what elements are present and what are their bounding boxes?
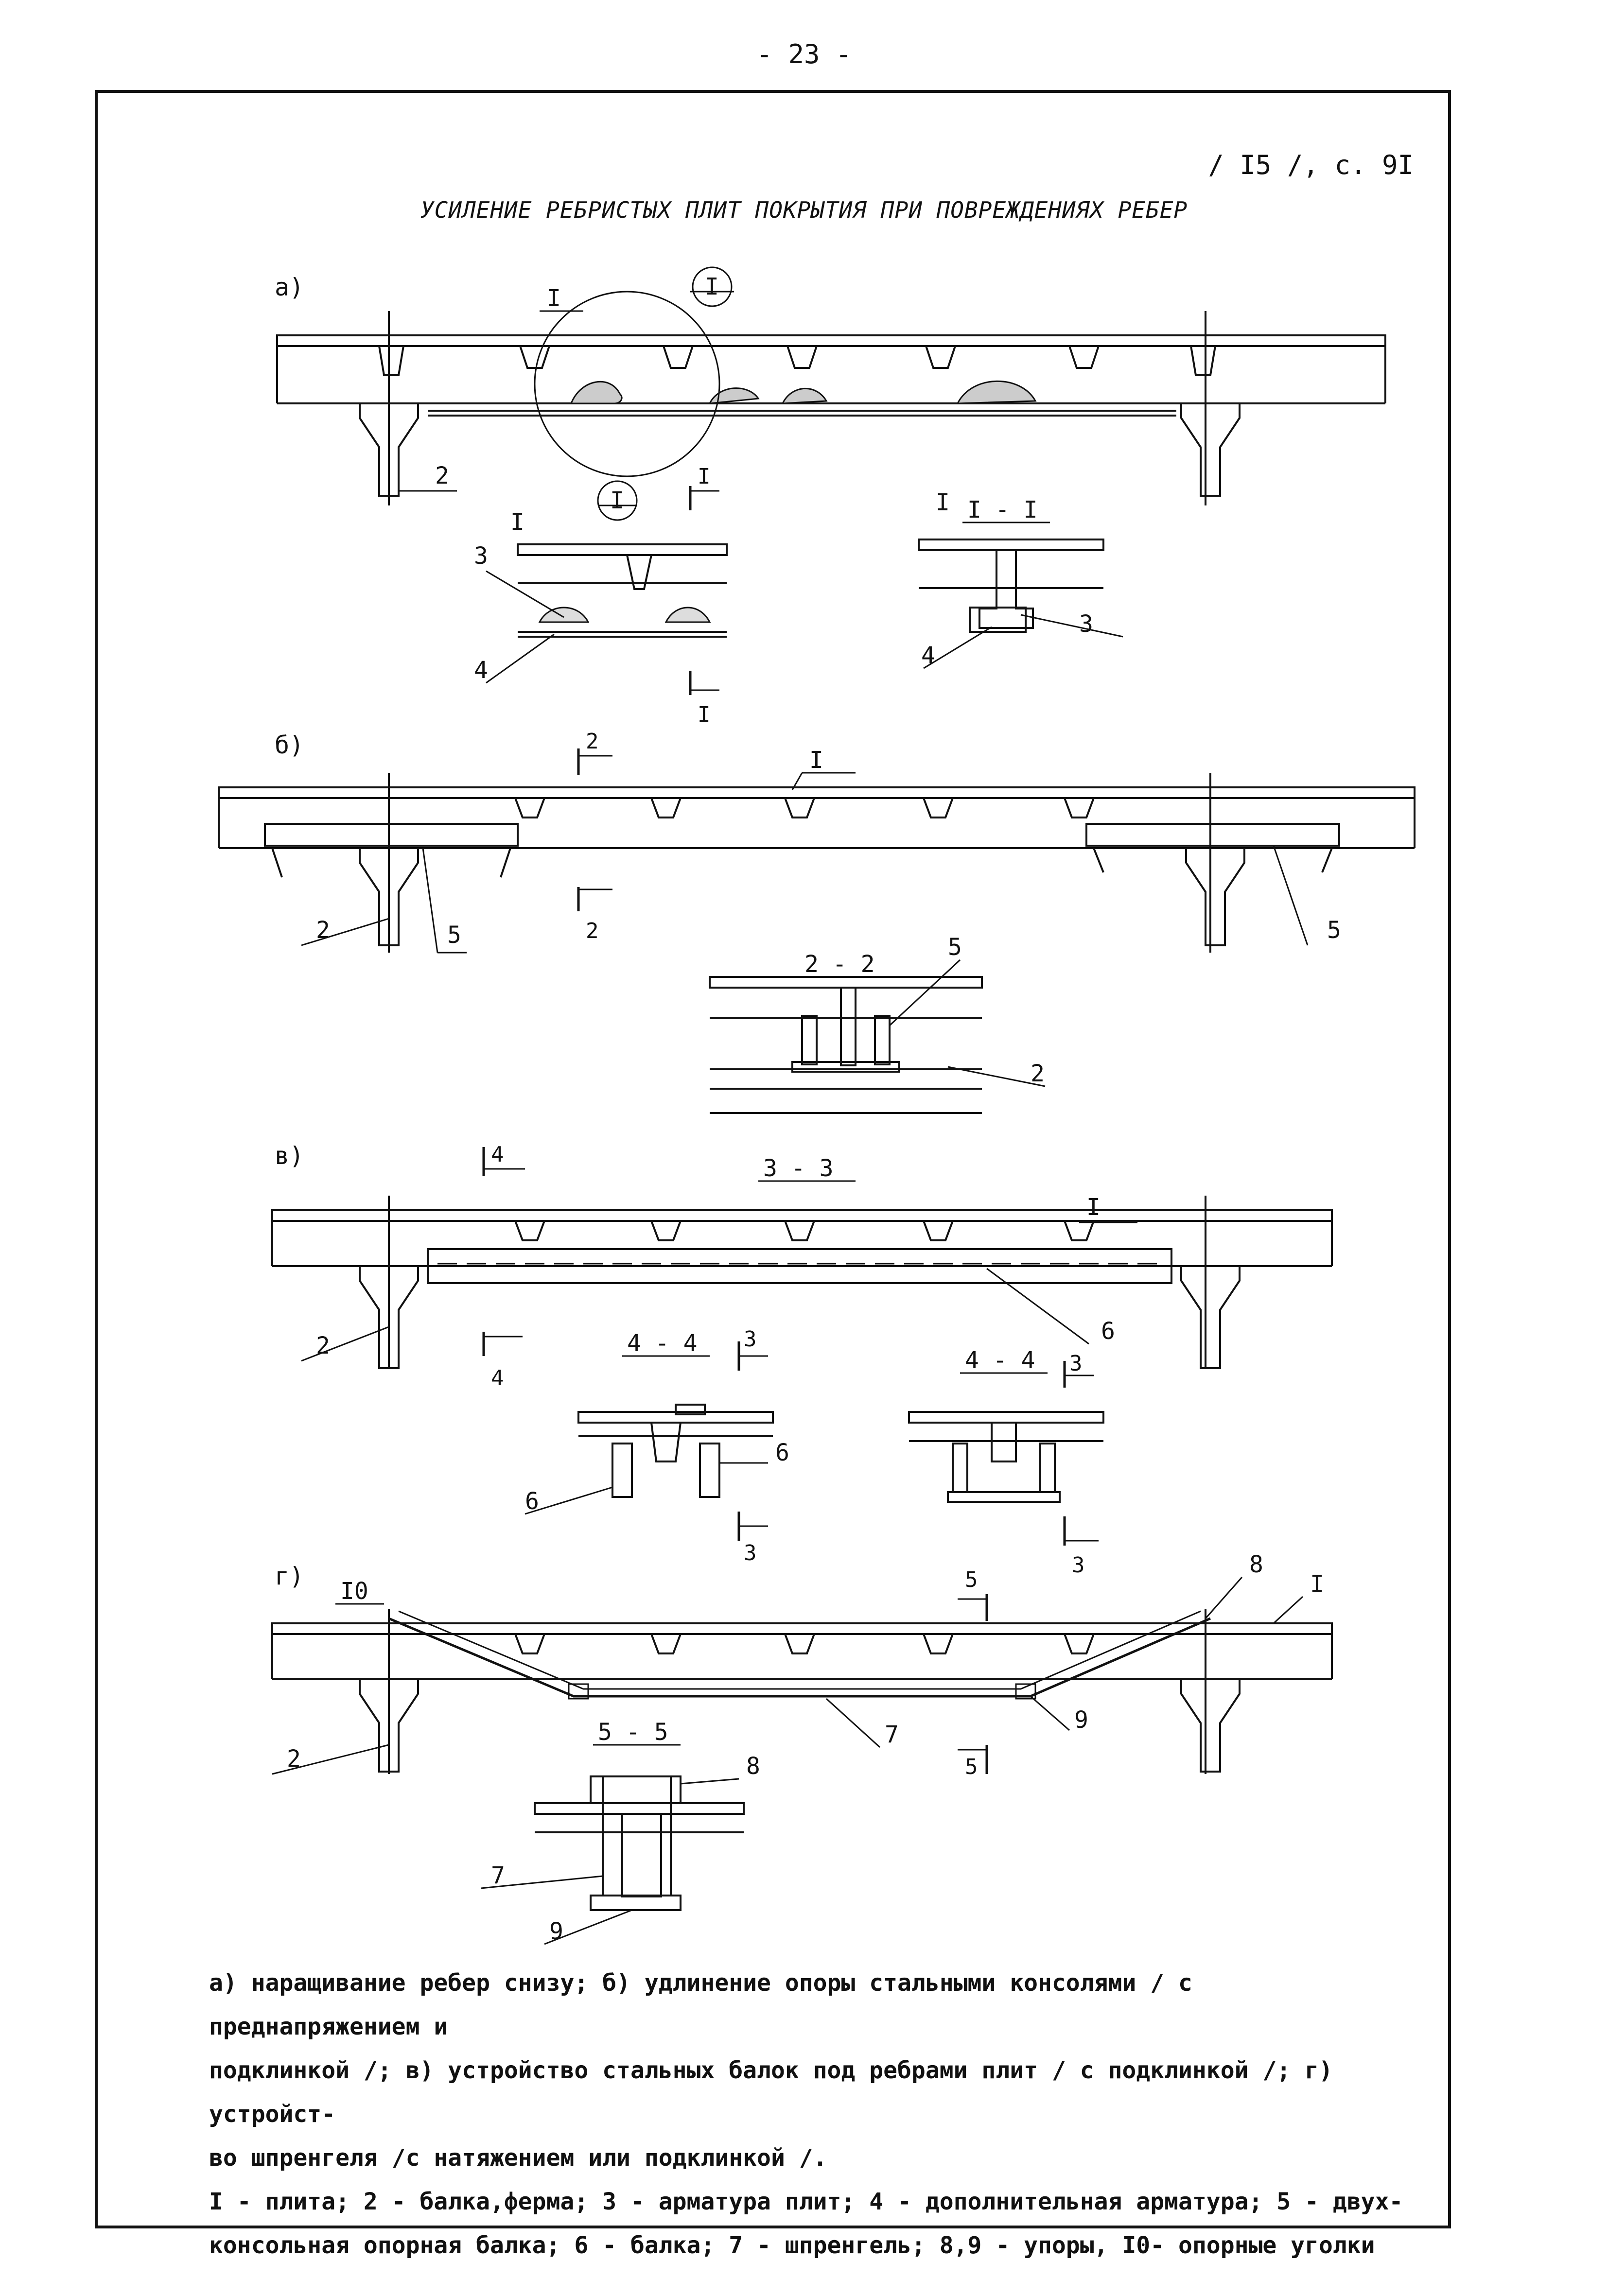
section-mark-top: I — [698, 464, 711, 489]
section-title-5-5: 5 - 5 — [598, 1719, 668, 1746]
panel-b-label: б) — [275, 731, 304, 759]
steel-beam — [427, 1248, 1172, 1284]
section-4-4-left: 4 - 4 6 6 3 3 — [524, 1327, 789, 1565]
column-left — [359, 403, 419, 497]
label-g-angles: I0 — [340, 1578, 368, 1605]
label-b-console-left: 5 — [447, 922, 461, 949]
section-mark-3-top-left: 3 — [744, 1327, 757, 1352]
section-title-4-4-left: 4 - 4 — [627, 1330, 698, 1357]
label-4-4-left-b: 6 — [775, 1439, 789, 1466]
label-2-2-console: 5 — [948, 934, 962, 961]
callout-number: I — [705, 273, 719, 300]
caption-line-2: подклинкой /; в) устройство стальных бал… — [209, 2057, 1333, 2128]
section-title-i-i: I - I — [967, 496, 1038, 523]
section-label-rebar: 3 — [1079, 610, 1093, 638]
g-section-mark-bottom: 5 — [965, 1755, 978, 1779]
label-slab: I — [547, 285, 561, 312]
detail-label-rebar: 3 — [474, 542, 488, 570]
caption-line-4: I - плита; 2 - балка,ферма; 3 - арматура… — [209, 2188, 1403, 2215]
section-mark-3-bottom-left: 3 — [744, 1541, 757, 1565]
label-g-stop-bottom: 9 — [1074, 1706, 1088, 1734]
panel-v: в) 3 - 3 I 2 6 4 4 4 - 4 — [271, 1142, 1333, 1578]
section-title-4-4-right: 4 - 4 — [965, 1347, 1035, 1374]
reference: / I5 /, с. 9I — [1208, 150, 1414, 180]
section-4-4-right: 4 - 4 3 3 — [908, 1347, 1104, 1578]
detail-label-extra-rebar: 4 — [474, 657, 488, 684]
label-g-tie: 7 — [885, 1721, 899, 1748]
caption-line-3: во шпренгеля /с натяжением или подклинко… — [209, 2144, 827, 2172]
panel-a-label: а) — [275, 273, 304, 301]
g-section-mark-top: 5 — [965, 1567, 978, 1592]
label-v-slab: I — [1086, 1194, 1101, 1221]
section-title-2-2: 2 - 2 — [804, 951, 875, 978]
section-i-i: I - I I 3 4 — [918, 489, 1123, 669]
panel-g: г) I0 8 I 7 9 2 5 — [271, 1551, 1333, 1945]
panel-v-label: в) — [275, 1142, 304, 1170]
label-g-stop-top: 8 — [1249, 1551, 1263, 1578]
section-mark-3-bottom-right: 3 — [1072, 1553, 1085, 1578]
label-b-slab: I — [809, 747, 823, 774]
drawing-frame — [95, 90, 1451, 2228]
section-title-3-3: 3 - 3 — [763, 1155, 834, 1182]
label-5-5-stop-top: 8 — [746, 1753, 760, 1780]
ribs — [519, 346, 1100, 369]
column-right — [1180, 403, 1241, 497]
caption-line-1: а) наращивание ребер снизу; б) удлинение… — [209, 1969, 1192, 2040]
panel-g-label: г) — [275, 1562, 304, 1590]
v-section-mark-bottom: 4 — [491, 1366, 504, 1391]
tie-rod — [388, 1617, 1211, 1698]
panel-a: а) I I — [275, 266, 1386, 727]
slab-top — [276, 334, 1386, 347]
section-5-5: 5 - 5 8 7 9 — [481, 1719, 760, 1945]
detail-i: I I 3 4 I I — [474, 464, 728, 727]
b-section-mark-bottom: 2 — [586, 919, 599, 943]
page-title: УСИЛЕНИЕ РЕБРИСТЫХ ПЛИТ ПОКРЫТИЯ ПРИ ПОВ… — [420, 197, 1188, 223]
caption-line-5: консольная опорная балка; 6 - балка; 7 -… — [209, 2232, 1375, 2259]
v-section-mark-top: 4 — [491, 1142, 504, 1167]
label-5-5-tie: 7 — [491, 1862, 505, 1889]
console-left — [264, 823, 519, 847]
section-mark-3-top-right: 3 — [1069, 1351, 1083, 1376]
detail-label-slab: I — [510, 508, 524, 536]
detail-callout-number: I — [610, 487, 624, 514]
panel-b: б) I 2 5 5 2 2 2 - 2 — [218, 729, 1416, 1114]
page-number: - 23 - — [756, 39, 852, 70]
label-v-steel-beam: 6 — [1101, 1318, 1115, 1345]
label-v-beam: 2 — [316, 1332, 330, 1359]
label-beam: 2 — [435, 462, 449, 489]
caption: а) наращивание ребер снизу; б) удлинение… — [209, 1961, 1415, 2267]
section-mark-bottom: I — [698, 702, 711, 727]
console-right — [1085, 823, 1340, 847]
label-g-slab: I — [1310, 1570, 1324, 1598]
b-section-mark-top: 2 — [586, 729, 599, 754]
section-label-slab: I — [936, 489, 950, 516]
label-b-console-right: 5 — [1327, 917, 1341, 944]
detail-circle — [534, 291, 720, 477]
label-2-2-beam: 2 — [1031, 1060, 1045, 1087]
